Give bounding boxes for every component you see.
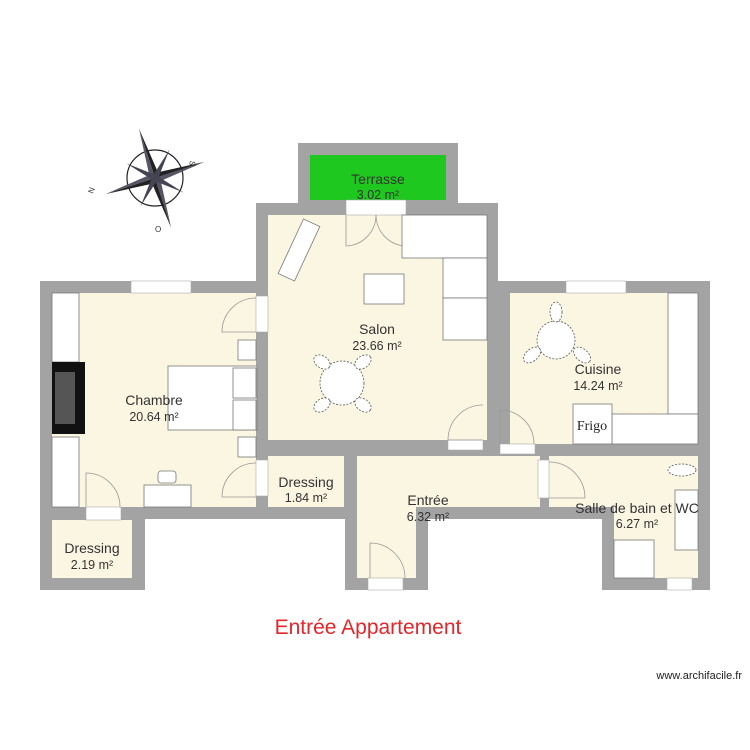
room-area-dressing-1: 1.84 m² (285, 491, 327, 505)
room-entree (357, 456, 540, 578)
room-name-terrasse: Terrasse (351, 171, 405, 187)
compass-label-o: O (155, 225, 161, 234)
room-terrasse (310, 155, 446, 200)
room-name-dressing-1: Dressing (278, 474, 333, 490)
room-area-chambre: 20.64 m² (129, 410, 178, 424)
room-name-cuisine: Cuisine (575, 361, 622, 377)
furniture (51, 214, 699, 579)
fridge-label: Frigo (577, 419, 607, 434)
room-dressing-1 (268, 456, 344, 507)
windows (85, 199, 693, 591)
room-salle-de-bain (549, 456, 698, 578)
room-dressing-2 (52, 520, 132, 578)
room-area-salle-de-bain: 6.27 m² (616, 517, 658, 531)
room-name-chambre: Chambre (125, 392, 183, 408)
room-area-terrasse: 3.02 m² (357, 188, 399, 202)
room-area-cuisine: 14.24 m² (573, 379, 622, 393)
room-name-salon: Salon (359, 321, 395, 337)
compass-label-s: S (187, 160, 197, 168)
room-name-salle-de-bain: Salle de bain et WC (575, 500, 699, 516)
room-area-dressing-2: 2.19 m² (71, 558, 113, 572)
watermark: www.archifacile.fr (655, 670, 742, 682)
room-area-entree: 6.32 m² (407, 510, 449, 524)
room-name-entree: Entrée (407, 492, 448, 508)
room-area-salon: 23.66 m² (352, 339, 401, 353)
compass-label-n: N (86, 186, 97, 195)
entrance-label: Entrée Appartement (275, 616, 462, 639)
compass-rose-icon (105, 128, 205, 228)
room-name-dressing-2: Dressing (64, 540, 119, 556)
